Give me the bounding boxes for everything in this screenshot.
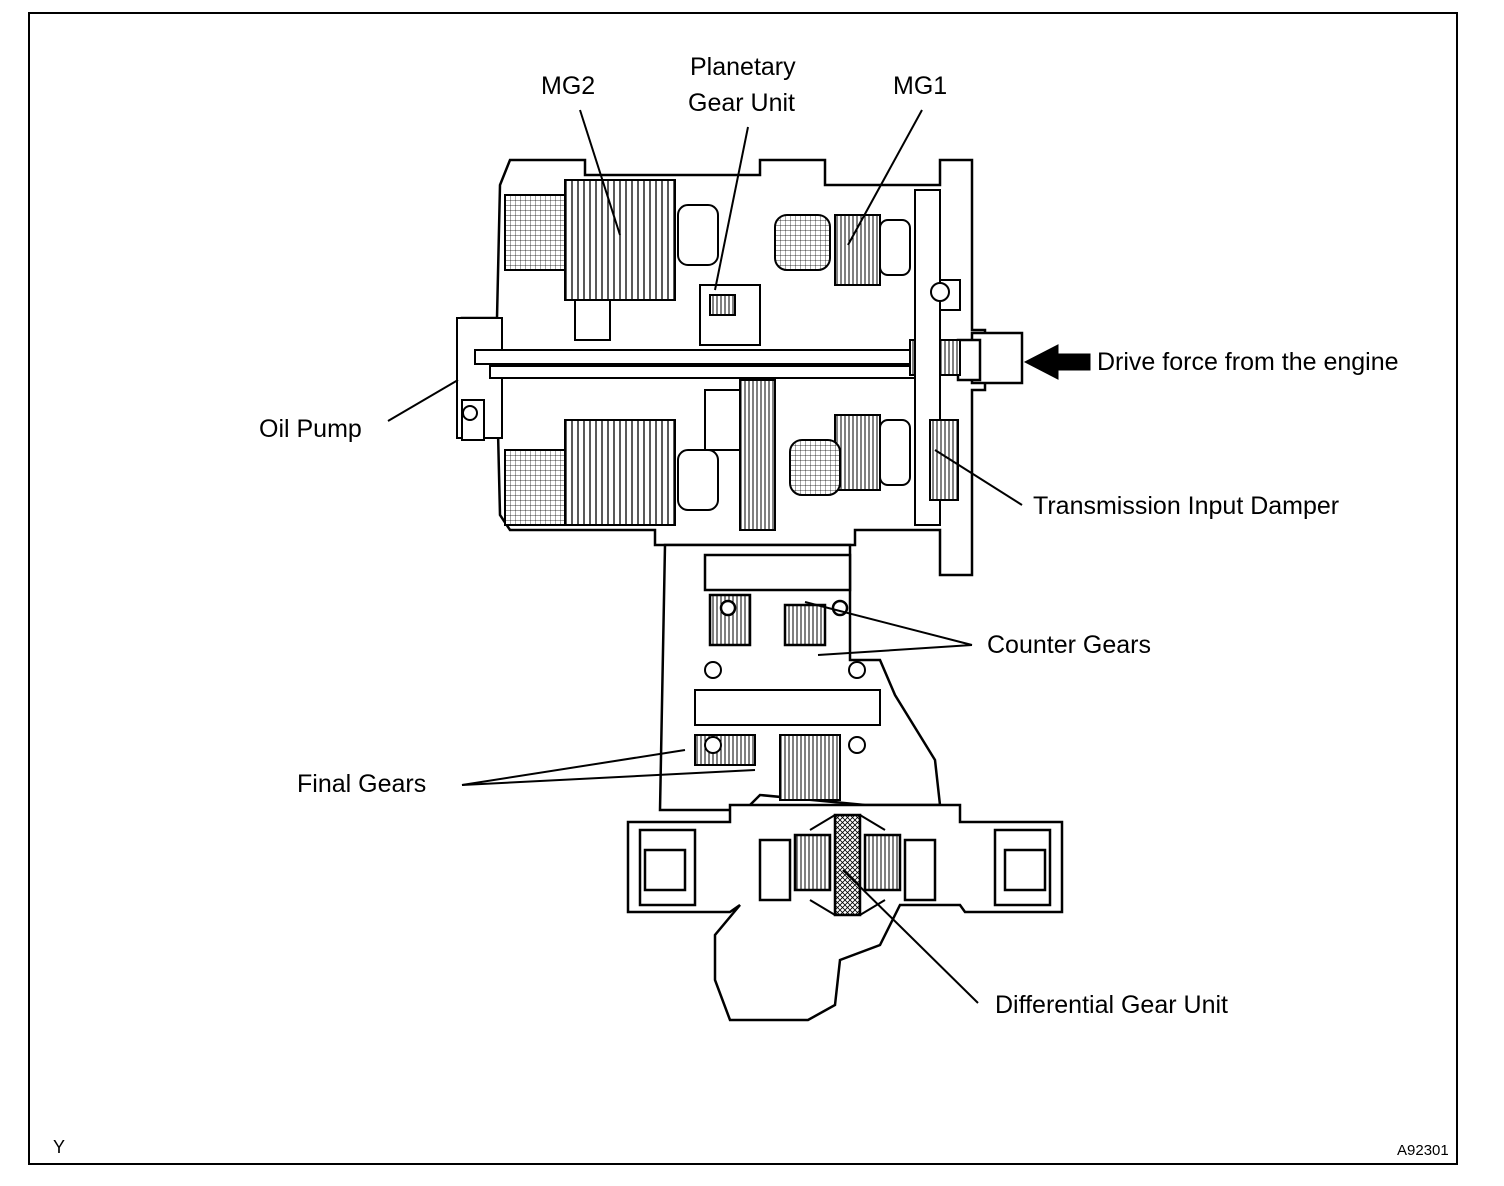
planetary-gear-unit (699, 284, 776, 531)
label-planetary-line2: Gear Unit (688, 89, 795, 117)
figure-id: A92301 (1397, 1142, 1449, 1159)
leader-lines (387, 109, 1023, 1004)
leader-planetary (714, 126, 749, 291)
leader-mg2 (579, 109, 621, 236)
label-mg1: MG1 (893, 72, 948, 100)
oil-pump-body (456, 317, 503, 441)
label-final-gears: Final Gears (297, 770, 427, 798)
label-planetary-line1: Planetary (690, 53, 796, 81)
mg1-stator (774, 214, 911, 496)
label-mg2: MG2 (541, 72, 596, 100)
label-drive-force: Drive force from the engine (1097, 348, 1399, 376)
final-gear-section (694, 661, 881, 801)
diagram-frame (28, 12, 1458, 1165)
label-input-damper: Transmission Input Damper (1033, 492, 1340, 520)
leader-input-damper (934, 449, 1023, 506)
leader-counter-gears-2 (817, 644, 973, 656)
main-shaft (474, 339, 961, 379)
leader-final-gears-2 (461, 769, 756, 786)
label-oil-pump: Oil Pump (259, 415, 362, 443)
leader-counter-gears-1 (804, 601, 973, 646)
label-differential: Differential Gear Unit (995, 991, 1228, 1019)
drive-force-arrow (1023, 344, 1091, 380)
input-damper (914, 189, 961, 526)
mg2-stator (504, 179, 719, 526)
label-counter-gears: Counter Gears (987, 631, 1151, 659)
input-shaft-extension (956, 331, 1024, 385)
leader-oil-pump (387, 379, 459, 422)
corner-code: Y (53, 1137, 66, 1157)
leader-mg1 (847, 109, 923, 246)
leader-final-gears-1 (461, 749, 686, 786)
differential-housing (626, 803, 1064, 1022)
leader-differential (842, 869, 979, 1004)
